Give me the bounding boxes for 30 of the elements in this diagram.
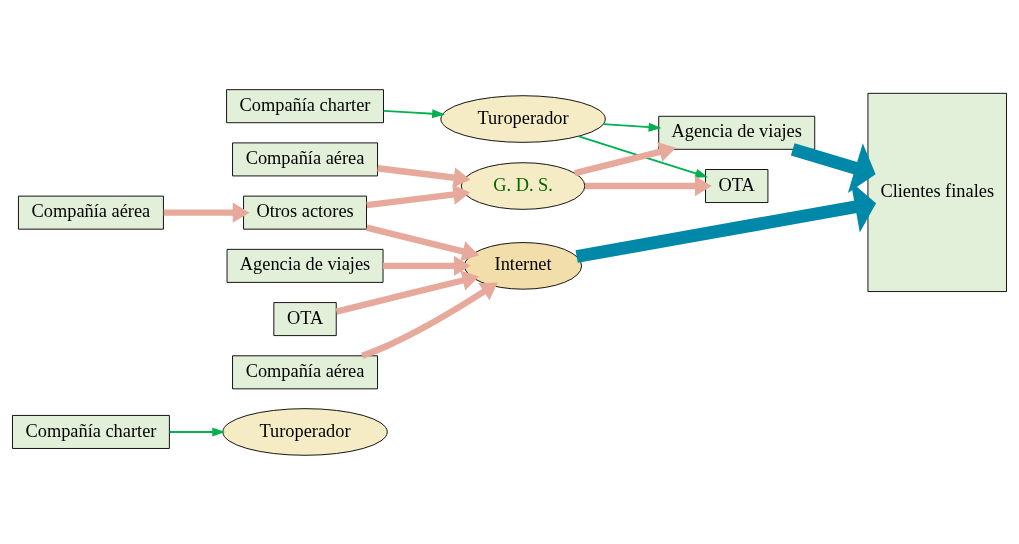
arrow: [602, 122, 662, 132]
node-box: Compañía aérea: [232, 141, 378, 176]
arrow: [168, 426, 226, 436]
arrow: [790, 142, 876, 193]
node-box: Agencia de viajes: [658, 115, 816, 150]
arrow: [382, 108, 445, 118]
arrow: [366, 224, 480, 261]
node-box: Compañía charter: [12, 414, 170, 449]
arrow: [383, 255, 471, 276]
node-box: Clientes finales: [867, 92, 1007, 292]
arrow: [366, 183, 471, 208]
arrow: [377, 164, 471, 188]
node-ellipse: Turoperador: [222, 407, 388, 456]
node-box: Otros actores: [243, 195, 367, 230]
node-box: Compañía charter: [226, 88, 384, 123]
node-ellipse: G. D. S.: [460, 161, 586, 210]
arrow: [574, 141, 676, 176]
node-box: Compañía aérea: [18, 195, 164, 230]
node-box: Agencia de viajes: [226, 248, 384, 283]
node-ellipse: Internet: [464, 241, 583, 290]
node-box: Compañía aérea: [232, 354, 378, 389]
arrow: [335, 270, 480, 315]
arrow: [361, 282, 498, 359]
arrow: [585, 175, 712, 196]
arrow: [577, 134, 709, 178]
node-box: OTA: [705, 168, 769, 203]
node-ellipse: Turoperador: [440, 94, 606, 143]
node-box: OTA: [273, 301, 337, 336]
arrow: [163, 201, 250, 223]
arrow: [575, 180, 877, 263]
